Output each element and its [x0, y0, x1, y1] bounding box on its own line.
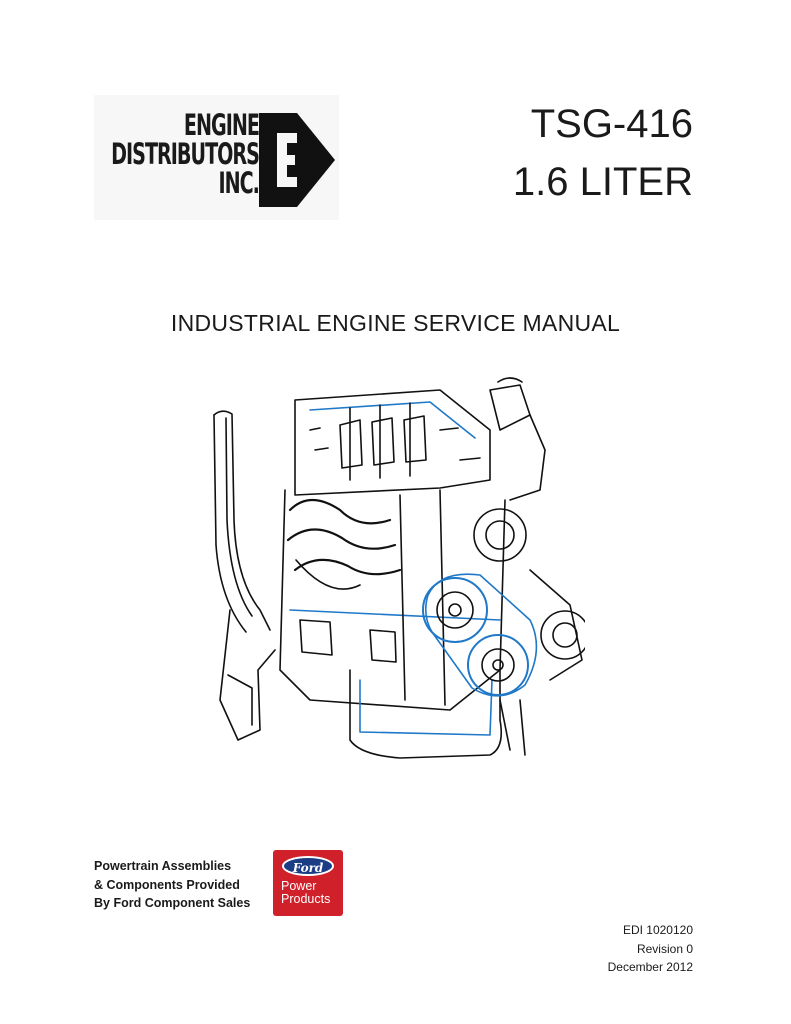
logo-wordmark: ENGINE DISTRIBUTORS INC.	[111, 108, 260, 200]
publication-date: December 2012	[607, 960, 693, 974]
powertrain-note: Powertrain Assemblies & Components Provi…	[94, 857, 250, 913]
logo-line-engine: ENGINE	[183, 108, 260, 142]
engine-displacement: 1.6 LITER	[512, 160, 693, 204]
logo-line-inc: INC.	[218, 166, 259, 200]
edi-number: EDI 1020120	[622, 923, 693, 937]
logo-line-distributors: DISTRIBUTORS	[111, 137, 260, 171]
ford-badge-line-power: Power	[281, 879, 317, 893]
document-info: EDI 1020120 Revision 0 December 2012	[608, 921, 693, 977]
ford-badge-line-products: Products	[281, 892, 331, 906]
company-logo: ENGINE DISTRIBUTORS INC.	[94, 95, 339, 220]
engine-line-drawing-icon	[213, 377, 585, 759]
revision-number: Revision 0	[636, 941, 693, 956]
ford-badge-text: Power Products	[281, 880, 330, 906]
manual-title: TSG-416 1.6 LITER	[513, 95, 693, 211]
ford-power-products-logo: Ford Power Products	[273, 850, 343, 916]
powertrain-line: Powertrain Assemblies	[94, 859, 232, 873]
powertrain-line: & Components Provided	[94, 877, 240, 892]
ford-oval-logo: Ford	[282, 856, 334, 876]
e-arrow-logo-icon	[259, 113, 335, 207]
manual-subtitle: INDUSTRIAL ENGINE SERVICE MANUAL	[170, 310, 621, 336]
model-number: TSG-416	[530, 102, 693, 146]
powertrain-line: By Ford Component Sales	[94, 896, 251, 910]
